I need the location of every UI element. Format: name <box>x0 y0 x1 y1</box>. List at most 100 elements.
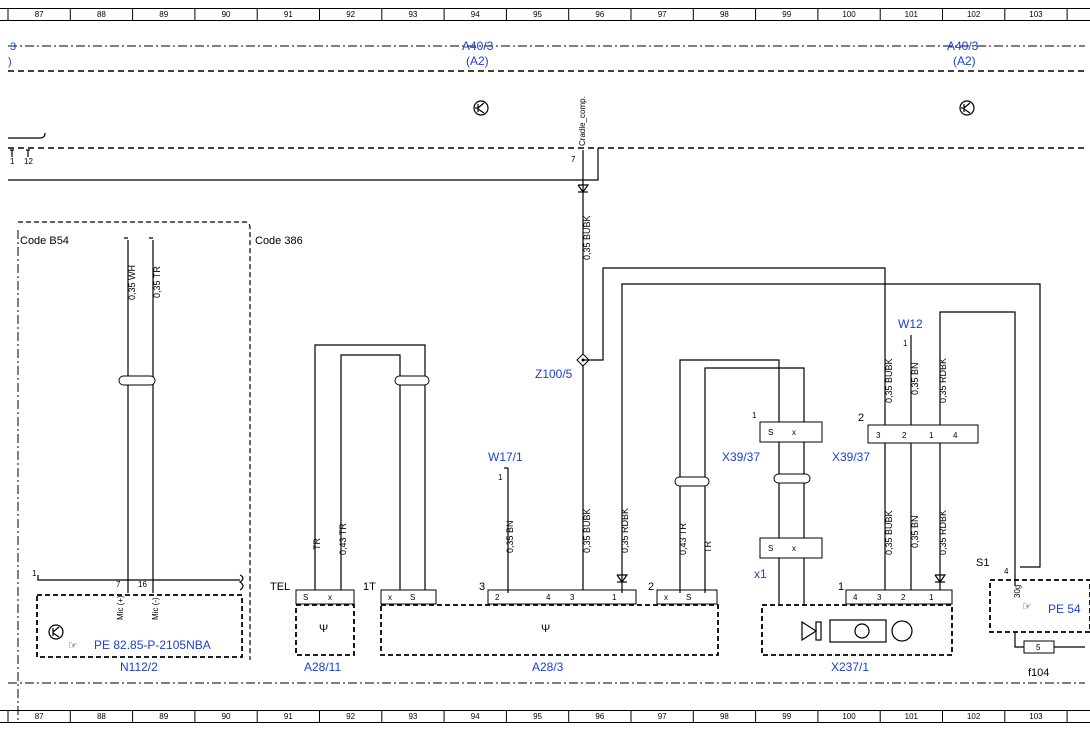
antenna-icon: Ψ <box>541 623 550 635</box>
bus-frame <box>8 148 599 181</box>
svg-text:3: 3 <box>570 593 575 602</box>
grid-column-label: 101 <box>905 10 919 19</box>
svg-text:1: 1 <box>929 431 934 440</box>
wire-label-bubk-b: 0,35 BUBK <box>582 508 592 553</box>
svg-text:4: 4 <box>546 593 551 602</box>
svg-text:3: 3 <box>876 431 881 440</box>
x237-1-box <box>761 604 953 656</box>
n112-pin-16: 16 <box>138 580 147 589</box>
n112-2-label[interactable]: N112/2 <box>120 660 158 674</box>
wire-label-rdbk-c: 0,35 RDBK <box>938 510 948 555</box>
grid-column-label: 99 <box>782 712 791 721</box>
z100-5-label[interactable]: Z100/5 <box>535 367 573 381</box>
svg-text:S: S <box>768 544 773 553</box>
pe-54-box <box>989 579 1090 633</box>
1t-connector <box>380 589 437 605</box>
partial-label-left2: ) <box>8 56 12 68</box>
grid-column-label: 89 <box>159 712 168 721</box>
a28-11-label[interactable]: A28/11 <box>304 660 341 674</box>
x237-1-label[interactable]: X237/1 <box>831 660 869 674</box>
svg-text:x: x <box>388 593 392 602</box>
n112-reference-link[interactable]: PE 82.85-P-2105NBA <box>94 638 211 652</box>
grid-column-label: 95 <box>533 10 542 19</box>
grid-column-label: 94 <box>471 712 480 721</box>
bus-pin-7: 7 <box>571 155 576 164</box>
n112-2-box <box>36 594 243 658</box>
x1-label[interactable]: x1 <box>754 567 767 581</box>
svg-text:1: 1 <box>929 593 934 602</box>
x39-37-label-b[interactable]: X39/37 <box>832 450 870 464</box>
grid-column-label: 91 <box>284 10 293 19</box>
1t-label: 1T <box>363 581 376 593</box>
svg-text:x: x <box>328 593 332 602</box>
a28-3-box <box>380 604 719 656</box>
amplifier-icon <box>48 624 64 640</box>
svg-text:S: S <box>303 593 308 602</box>
wire-label-rdbk-b: 0,35 RDBK <box>938 358 948 403</box>
grid-column-label: 92 <box>346 712 355 721</box>
w12-label[interactable]: W12 <box>898 317 923 331</box>
f104-label: f104 <box>1028 667 1049 679</box>
svg-text:5: 5 <box>1036 643 1041 652</box>
a28-3b-connector <box>656 589 718 605</box>
svg-text:4: 4 <box>953 431 958 440</box>
code-b54-label: Code B54 <box>20 235 69 247</box>
svg-text:1: 1 <box>903 339 908 348</box>
grid-column-label: 87 <box>35 712 44 721</box>
svg-text:1: 1 <box>752 411 757 420</box>
mic-plus-label: Mic (+) <box>116 595 125 620</box>
svg-text:S: S <box>686 593 691 602</box>
svg-text:30g: 30g <box>1013 585 1022 598</box>
wire-label-bn-c: 0,35 BN <box>910 515 920 548</box>
wire-label-rdbk-a: 0,35 RDBK <box>620 508 630 553</box>
pe-54-link[interactable]: PE 54 <box>1048 602 1081 616</box>
svg-text:2: 2 <box>858 412 864 424</box>
grid-column-label: 97 <box>658 712 667 721</box>
partial-label-left: 3 <box>10 41 16 53</box>
cradle-label: Cradle_comp. <box>578 96 587 146</box>
grid-column-label: 101 <box>905 712 919 721</box>
s1-label: S1 <box>976 557 989 569</box>
grid-column-label: 103 <box>1029 712 1043 721</box>
tel-connector <box>295 589 355 605</box>
wire-label-bn-b: 0,35 BN <box>910 362 920 395</box>
grid-column-label: 91 <box>284 712 293 721</box>
w17-1-label[interactable]: W17/1 <box>488 450 523 464</box>
svg-text:2: 2 <box>901 593 906 602</box>
wire-label-bn-a: 0,35 BN <box>505 520 515 553</box>
svg-text:1: 1 <box>612 593 617 602</box>
x39-37-label-a[interactable]: X39/37 <box>722 450 760 464</box>
wire-label-tr43-b: 0,43 TR <box>678 523 688 555</box>
a28-3-pin-label: 3 <box>479 581 485 593</box>
a40-3-label-left[interactable]: A40/3 <box>462 39 494 53</box>
a28-3-pin2-label: 2 <box>648 581 654 593</box>
bus-arc <box>8 132 46 139</box>
grid-column-label: 97 <box>658 10 667 19</box>
a40-3-label-right[interactable]: A40/3 <box>947 39 979 53</box>
grid-column-label: 96 <box>595 712 604 721</box>
grid-column-label: 102 <box>967 10 981 19</box>
grid-column-label: 90 <box>222 10 231 19</box>
twisted-pair-icon <box>773 473 811 484</box>
twisted-pair-icon <box>118 375 156 386</box>
n112-pin-7: 7 <box>116 580 121 589</box>
svg-text:1: 1 <box>498 473 503 482</box>
grid-column-label: 102 <box>967 712 981 721</box>
wire-label-bubk-c: 0,35 BUBK <box>884 358 894 403</box>
a28-3-connector <box>487 589 637 605</box>
grid-column-label: 88 <box>97 712 106 721</box>
twisted-pair-icon <box>674 476 710 487</box>
grid-column-label: 98 <box>720 10 729 19</box>
svg-text:2: 2 <box>495 593 500 602</box>
amplifier-icon <box>473 100 489 116</box>
speaker-icon <box>801 619 913 643</box>
svg-text:3: 3 <box>877 593 882 602</box>
grid-column-label: 92 <box>346 10 355 19</box>
grid-column-label: 100 <box>842 712 856 721</box>
grid-column-label: 98 <box>720 712 729 721</box>
code-386-label: Code 386 <box>255 235 303 247</box>
a28-3-label[interactable]: A28/3 <box>532 660 564 674</box>
twisted-pair-icon <box>394 375 430 386</box>
